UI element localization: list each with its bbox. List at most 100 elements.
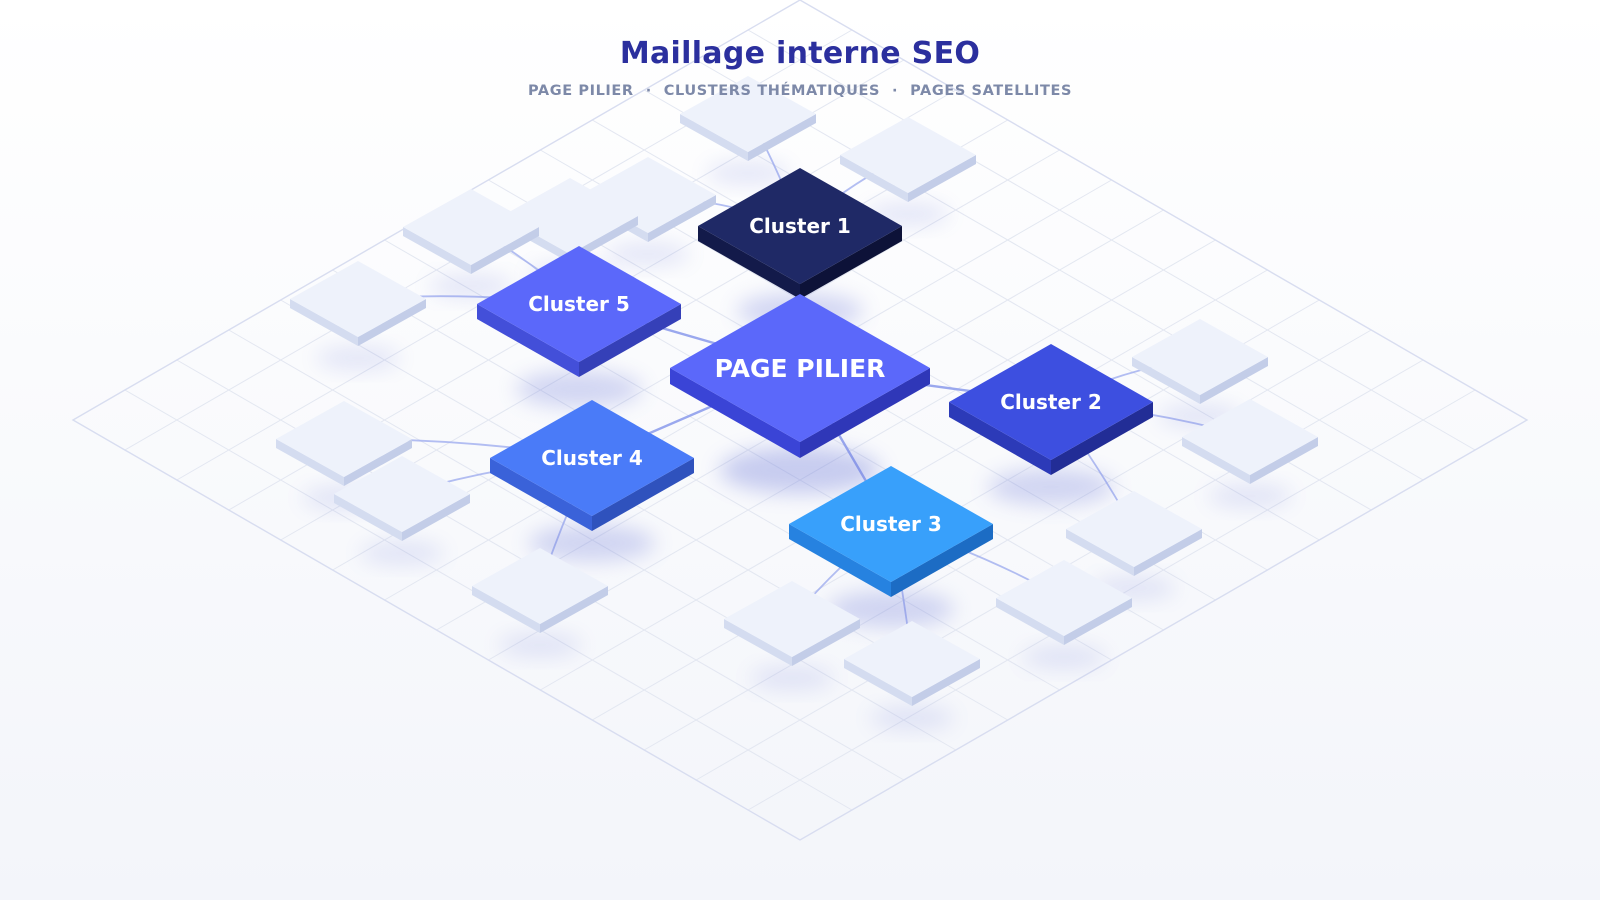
satellite-page xyxy=(680,76,816,186)
satellite-page-top-face xyxy=(724,581,860,657)
cluster-label: Cluster 3 xyxy=(840,512,942,536)
satellite-page-left-face xyxy=(403,227,471,274)
satellite-page-left-face xyxy=(472,586,540,633)
satellite-page-top-face xyxy=(1132,319,1268,395)
satellite-page xyxy=(472,548,608,658)
satellite-page-right-face xyxy=(648,195,716,242)
cluster-node-5-left-face xyxy=(477,304,579,377)
cluster-node-3-top-face xyxy=(789,466,993,582)
satellite-page-right-face xyxy=(748,114,816,161)
satellite-page-top-face xyxy=(840,117,976,193)
cluster-node-3-left-face xyxy=(789,524,891,597)
satellite-page xyxy=(290,261,426,371)
cluster-node-3-right-face xyxy=(891,524,993,597)
satellite-page-right-face xyxy=(540,586,608,633)
satellite-page-top-face xyxy=(472,548,608,624)
subtitle-separator: · xyxy=(892,83,899,99)
satellite-page-right-face xyxy=(1134,529,1202,576)
pillar-node-top-face xyxy=(670,294,930,442)
page-subtitle: PAGE PILIER·CLUSTERS THÉMATIQUES·PAGES S… xyxy=(0,83,1600,99)
satellite-page-top-face xyxy=(1182,399,1318,475)
satellite-page xyxy=(844,621,980,731)
satellite-page-right-face xyxy=(1064,598,1132,645)
satellite-page-right-face xyxy=(912,659,980,706)
page-title: Maillage interne SEO xyxy=(619,36,981,71)
grid-line xyxy=(488,239,1216,661)
satellite-page xyxy=(996,560,1132,670)
cluster-node-2-shadow xyxy=(987,468,1115,506)
satellite-page xyxy=(724,581,860,691)
cluster-node-1: Cluster 1 xyxy=(698,168,902,330)
satellite-page-left-face xyxy=(1132,357,1200,404)
satellite-page-top-face xyxy=(680,76,816,152)
satellite-page xyxy=(334,456,470,566)
satellite-page-left-face xyxy=(996,598,1064,645)
satellite-page-left-face xyxy=(290,299,358,346)
subtitle-item-clusters: CLUSTERS THÉMATIQUES xyxy=(663,83,881,99)
satellite-page-top-face xyxy=(290,261,426,337)
header: Maillage interne SEO PAGE PILIER·CLUSTER… xyxy=(0,36,1600,99)
cluster-node-5-right-face xyxy=(579,304,681,377)
subtitle-item-satellites: PAGES SATELLITES xyxy=(910,83,1073,99)
satellite-page-top-face xyxy=(403,189,539,265)
cluster-node-5: Cluster 5 xyxy=(477,246,681,408)
satellite-page-shadow xyxy=(869,705,955,731)
satellite-page-left-face xyxy=(840,155,908,202)
tiles: Cluster 1 Cluster 5 PAGE PILIER Cluster 2 Cl… xyxy=(276,76,1318,731)
cluster-label: Cluster 1 xyxy=(749,214,851,238)
satellite-page-top-face xyxy=(996,560,1132,636)
satellite-page xyxy=(1066,491,1202,601)
satellite-page-left-face xyxy=(1066,529,1134,576)
cluster-node-4-right-face xyxy=(592,458,694,531)
satellite-page-left-face xyxy=(680,114,748,161)
satellite-page-right-face xyxy=(471,227,539,274)
pillar-node: PAGE PILIER xyxy=(670,294,930,494)
satellite-page-shadow xyxy=(605,241,691,267)
cluster-node-5-shadow xyxy=(515,370,643,408)
cluster-node-2: Cluster 2 xyxy=(949,344,1153,506)
grid-frame xyxy=(71,0,1529,841)
satellite-page-left-face xyxy=(724,619,792,666)
cluster-node-2-right-face xyxy=(1051,402,1153,475)
cluster-label: Cluster 4 xyxy=(541,446,643,470)
satellite-page-shadow xyxy=(1207,483,1293,509)
pillar-label: PAGE PILIER xyxy=(715,354,886,383)
satellite-page-left-face xyxy=(276,439,344,486)
cluster-node-4-shadow xyxy=(528,524,656,562)
cluster-node-3: Cluster 3 xyxy=(789,466,993,628)
satellite-page-right-face xyxy=(908,155,976,202)
satellite-page xyxy=(1132,319,1268,429)
satellite-page-top-face xyxy=(844,621,980,697)
cluster-node-4-left-face xyxy=(490,458,592,531)
pillar-node-right-face xyxy=(800,368,930,458)
satellite-page-shadow xyxy=(705,160,791,186)
satellite-page-shadow xyxy=(1021,644,1107,670)
satellite-page xyxy=(403,189,539,299)
cluster-node-5-top-face xyxy=(477,246,681,362)
satellite-page-right-face xyxy=(402,494,470,541)
satellite-page-right-face xyxy=(358,299,426,346)
subtitle-separator: · xyxy=(645,83,652,99)
satellite-page-top-face xyxy=(276,401,412,477)
cluster-label: Cluster 2 xyxy=(1000,390,1102,414)
cluster-label: Cluster 5 xyxy=(528,292,630,316)
cluster-node-1-left-face xyxy=(698,226,800,299)
satellite-page-top-face xyxy=(1066,491,1202,567)
satellite-page-left-face xyxy=(334,494,402,541)
satellite-page-right-face xyxy=(1250,437,1318,484)
satellite-page xyxy=(1182,399,1318,509)
satellite-page-shadow xyxy=(497,632,583,658)
satellite-page-top-face xyxy=(334,456,470,532)
satellite-page-shadow xyxy=(359,540,445,566)
pillar-node-left-face xyxy=(670,368,800,458)
cluster-node-4: Cluster 4 xyxy=(490,400,694,562)
cluster-node-4-top-face xyxy=(490,400,694,516)
satellite-page-right-face xyxy=(344,439,412,486)
cluster-node-1-top-face xyxy=(698,168,902,284)
satellite-page-shadow xyxy=(749,665,835,691)
cluster-node-2-top-face xyxy=(949,344,1153,460)
cluster-node-2-left-face xyxy=(949,402,1051,475)
satellite-page-left-face xyxy=(844,659,912,706)
